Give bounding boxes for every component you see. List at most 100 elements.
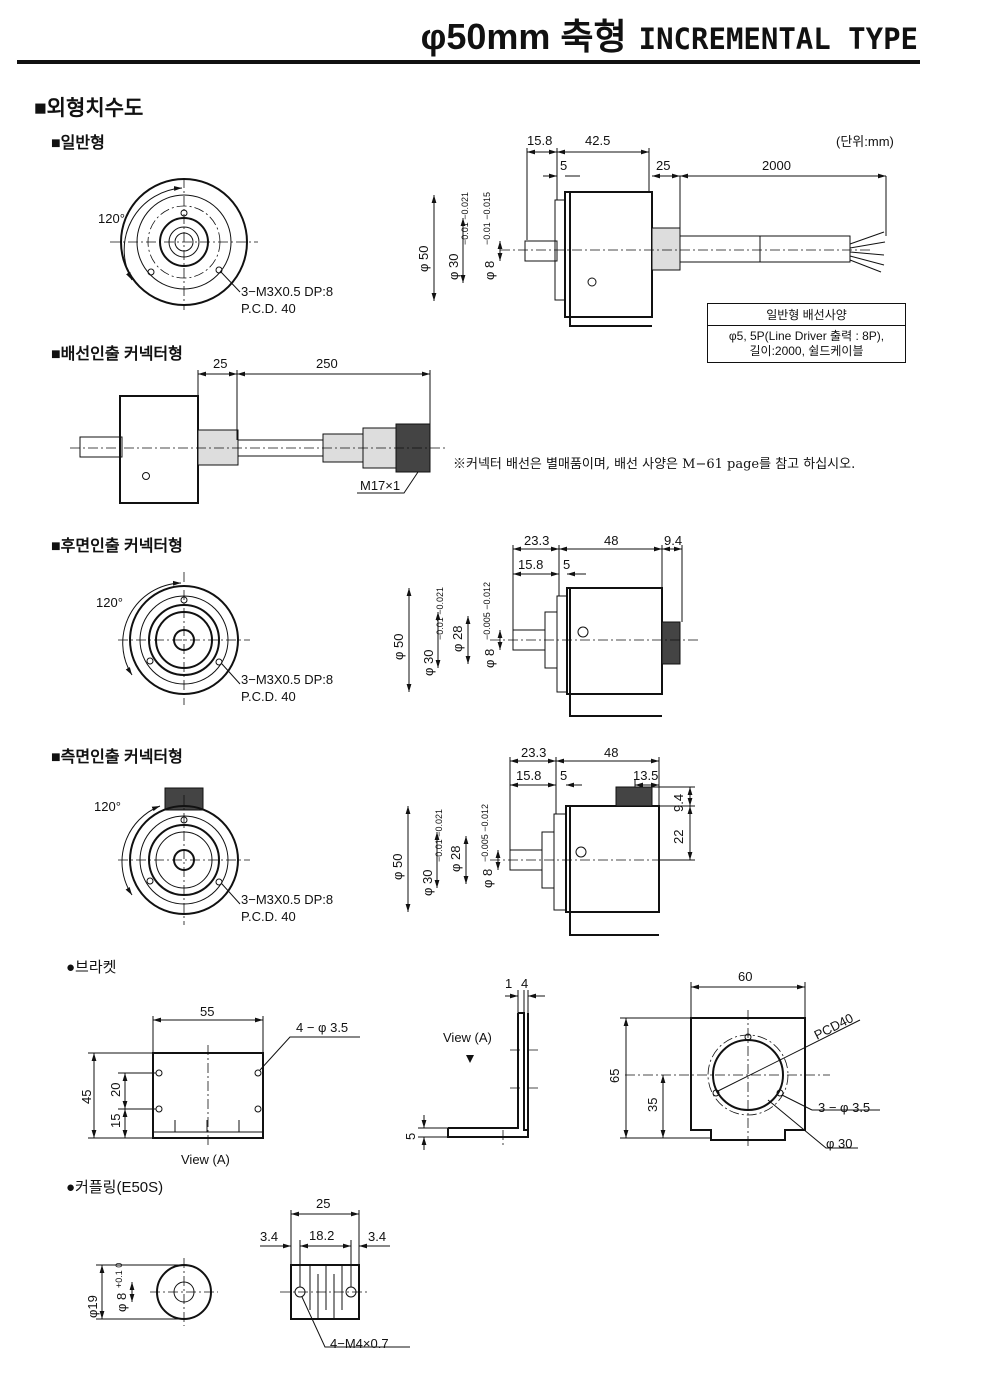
bracket-heading: ●브라켓 [66, 959, 117, 976]
general-dim-15-8: 15.8 [527, 133, 552, 148]
coupling-dim-phi19: φ19 [85, 1295, 100, 1318]
side-dim-phi30-tol: −0.01 −0.021 [434, 809, 444, 862]
rear-dim-5: 5 [563, 557, 570, 572]
rear-dim-phi8-tol: −0.005 −0.012 [482, 582, 492, 640]
bracket-dim-55: 55 [200, 1004, 214, 1019]
rear-dim-phi50: φ 50 [391, 633, 406, 660]
general-side-view [431, 148, 887, 327]
bracket-pcd-label: PCD40 [812, 1010, 856, 1042]
side-connector-heading: ■측면인출 커넥터형 [51, 749, 183, 766]
general-dim-phi50: φ 50 [416, 245, 431, 272]
coupling-dim-3-4-left: 3.4 [260, 1229, 278, 1244]
general-dim-phi30: φ 30 [446, 253, 461, 280]
header-title-type: INCREMENTAL TYPE [638, 22, 918, 56]
rear-angle: 120° [96, 595, 123, 610]
side-dim-22: 22 [671, 830, 686, 844]
bracket-phi30-label: φ 30 [826, 1136, 853, 1151]
bracket-front-view [88, 1016, 360, 1145]
wiring-spec-line1: φ5, 5P(Line Driver 출력 : 8P), [728, 329, 885, 343]
bracket-dim-65: 65 [607, 1069, 622, 1083]
bracket-dim-60: 60 [738, 969, 752, 984]
general-angle: 120° [98, 211, 125, 226]
general-dim-5: 5 [560, 158, 567, 173]
side-dim-23-3: 23.3 [521, 745, 546, 760]
side-dim-48: 48 [604, 745, 618, 760]
general-front-view [110, 178, 258, 310]
side-dim-phi30: φ 30 [420, 869, 435, 896]
coupling-dim-phi8-tol: +0.1 0 [114, 1263, 124, 1288]
coupling-end-view [96, 1258, 218, 1326]
bracket-dim-45: 45 [79, 1090, 94, 1104]
coupling-dim-18-2: 18.2 [309, 1228, 334, 1243]
rear-dim-phi30-tol: −0.01 −0.021 [435, 587, 445, 640]
rear-dim-9-4: 9.4 [664, 533, 682, 548]
bracket-hole-spec: 4 − φ 3.5 [296, 1020, 348, 1035]
side-hole-note: 3−M3X0.5 DP:8 [241, 892, 333, 907]
general-dim-42-5: 42.5 [585, 133, 610, 148]
bracket-rear-view [620, 982, 880, 1149]
connector-thread: M17×1 [360, 478, 400, 493]
general-pcd: P.C.D. 40 [241, 301, 296, 316]
rear-connector-heading: ■후면인출 커넥터형 [51, 538, 183, 555]
page-header: φ50mm 축형 INCREMENTAL TYPE [421, 8, 918, 60]
bracket-holes-label: 3 − φ 3.5 [818, 1100, 870, 1115]
rear-dim-phi8: φ 8 [482, 649, 497, 668]
side-dim-5: 5 [560, 768, 567, 783]
side-dim-15-8: 15.8 [516, 768, 541, 783]
rear-side-view [406, 545, 700, 717]
coupling-side-view [260, 1210, 410, 1348]
general-heading: ■일반형 [51, 135, 105, 152]
bracket-side-view [418, 990, 545, 1150]
rear-pcd: P.C.D. 40 [241, 689, 296, 704]
general-dim-phi8-tol: −0.01 −0.015 [482, 192, 492, 245]
side-dim-phi8: φ 8 [480, 869, 495, 888]
cable-connector-view [70, 370, 445, 504]
side-front-view [118, 787, 250, 925]
rear-dim-phi30: φ 30 [421, 649, 436, 676]
bracket-dim-35: 35 [645, 1098, 660, 1112]
side-side-view [405, 757, 695, 936]
side-dim-phi50: φ 50 [390, 853, 405, 880]
rear-dim-15-8: 15.8 [518, 557, 543, 572]
connector-cable-note: ※커넥터 배선은 별매품이며, 배선 사양은 M−61 page를 참고 하십시… [453, 457, 856, 472]
section-title: ■외형치수도 [34, 97, 144, 120]
cable-dim-25: 25 [213, 356, 227, 371]
bracket-dim-5: 5 [403, 1133, 418, 1140]
bracket-side-view-a-label: View (A) [443, 1030, 492, 1045]
wiring-spec-title: 일반형 배선사양 [708, 304, 905, 326]
bracket-dim-4: 4 [521, 976, 528, 991]
rear-dim-phi28: φ 28 [450, 625, 465, 652]
side-dim-phi28: φ 28 [448, 845, 463, 872]
side-dim-phi8-tol: −0.005 −0.012 [480, 804, 490, 862]
coupling-heading: ●커플링(E50S) [66, 1179, 164, 1196]
coupling-dim-25: 25 [316, 1196, 330, 1211]
header-title-main: φ50mm 축형 [420, 16, 627, 57]
side-pcd: P.C.D. 40 [241, 909, 296, 924]
rear-dim-48: 48 [604, 533, 618, 548]
rear-hole-note: 3−M3X0.5 DP:8 [241, 672, 333, 687]
general-dim-2000: 2000 [762, 158, 791, 173]
unit-note: (단위:mm) [836, 134, 894, 149]
side-dim-13-5: 13.5 [633, 768, 658, 783]
general-dim-phi30-tol: −0.01 −0.021 [460, 192, 470, 245]
coupling-screw-spec: 4−M4×0.7 [330, 1336, 389, 1351]
rear-front-view [118, 572, 250, 705]
side-angle: 120° [94, 799, 121, 814]
coupling-dim-phi8: φ 8 [114, 1293, 129, 1312]
bracket-dim-1: 1 [505, 976, 512, 991]
general-dim-25: 25 [656, 158, 670, 173]
bracket-dim-15: 15 [108, 1114, 123, 1128]
general-dim-phi8: φ 8 [482, 261, 497, 280]
rear-dim-23-3: 23.3 [524, 533, 549, 548]
bracket-view-a-label: View (A) [181, 1152, 230, 1167]
general-hole-note: 3−M3X0.5 DP:8 [241, 284, 333, 299]
side-dim-9-4: 9.4 [671, 794, 686, 812]
wiring-spec-box: 일반형 배선사양 φ5, 5P(Line Driver 출력 : 8P), 길이… [707, 303, 906, 363]
coupling-dim-3-4-right: 3.4 [368, 1229, 386, 1244]
cable-dim-250: 250 [316, 356, 338, 371]
cable-connector-heading: ■배선인출 커넥터형 [51, 346, 183, 363]
header-rule [17, 60, 920, 64]
wiring-spec-line2: 길이:2000, 쉴드케이블 [749, 344, 864, 358]
bracket-dim-20: 20 [108, 1083, 123, 1097]
